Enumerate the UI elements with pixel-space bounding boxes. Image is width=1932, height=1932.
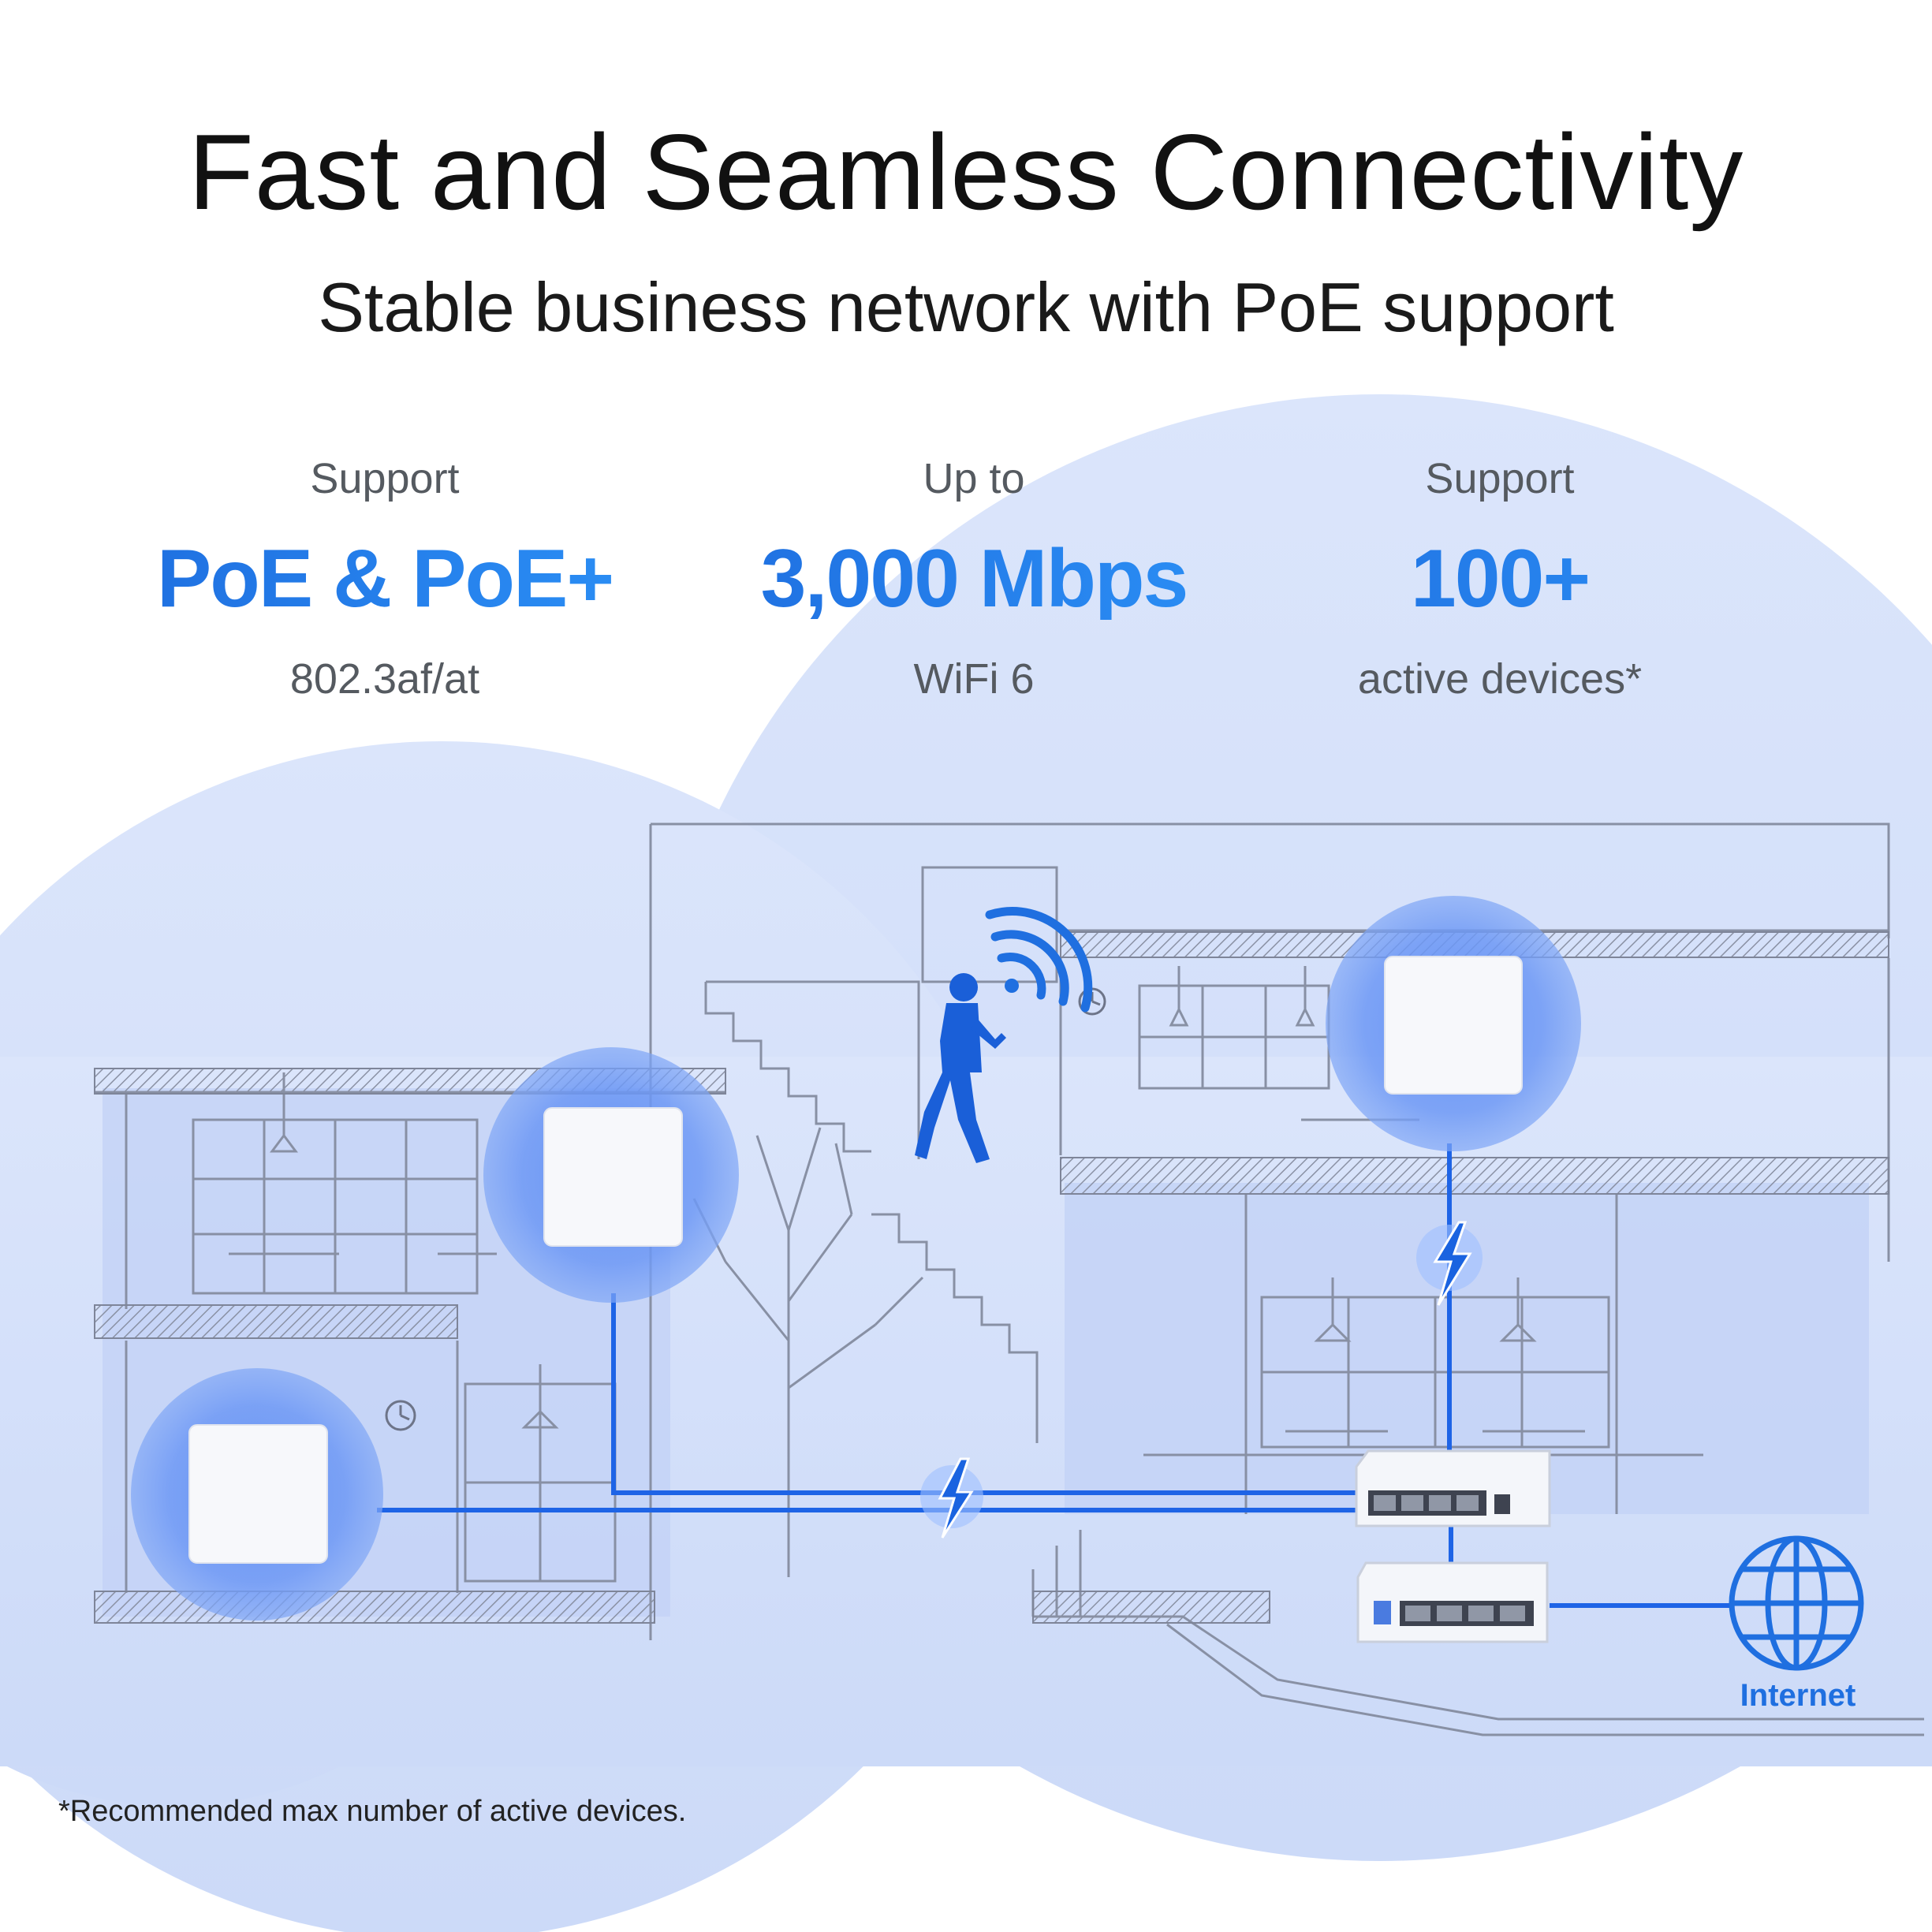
stat-post-label: WiFi 6 bbox=[913, 655, 1035, 703]
internet-label: Internet bbox=[1740, 1678, 1856, 1713]
stat-poe: Support PoE & PoE+ 802.3af/at bbox=[109, 457, 661, 700]
globe-icon bbox=[1729, 1535, 1864, 1671]
headline: Fast and Seamless Connectivity bbox=[188, 112, 1744, 232]
stat-value: 3,000 Mbps bbox=[698, 538, 1250, 620]
wifi-signal-icon bbox=[985, 907, 1093, 1013]
stat-value: 100+ bbox=[1224, 538, 1776, 620]
subheadline: Stable business network with PoE support bbox=[318, 268, 1614, 346]
poe-switch bbox=[1355, 1449, 1551, 1527]
stat-pre-label: Support bbox=[1425, 455, 1575, 502]
stat-post-label: active devices* bbox=[1357, 655, 1643, 703]
stat-devices: Support 100+ active devices* bbox=[1224, 457, 1776, 700]
access-point-middle bbox=[483, 1047, 739, 1303]
stat-speed: Up to 3,000 Mbps WiFi 6 bbox=[698, 457, 1250, 700]
stat-pre-label: Support bbox=[310, 455, 460, 502]
access-point-left bbox=[131, 1368, 383, 1621]
stat-pre-label: Up to bbox=[923, 455, 1025, 502]
building-outline bbox=[95, 822, 1924, 1736]
router bbox=[1356, 1561, 1549, 1643]
person-silhouette-icon bbox=[915, 973, 1006, 1163]
stat-post-label: 802.3af/at bbox=[289, 655, 480, 703]
access-point-right bbox=[1326, 896, 1581, 1151]
stat-value: PoE & PoE+ bbox=[109, 538, 661, 620]
footnote: *Recommended max number of active device… bbox=[58, 1795, 687, 1828]
lightning-icon bbox=[920, 1221, 1483, 1539]
poe-cables bbox=[377, 1143, 1731, 1608]
